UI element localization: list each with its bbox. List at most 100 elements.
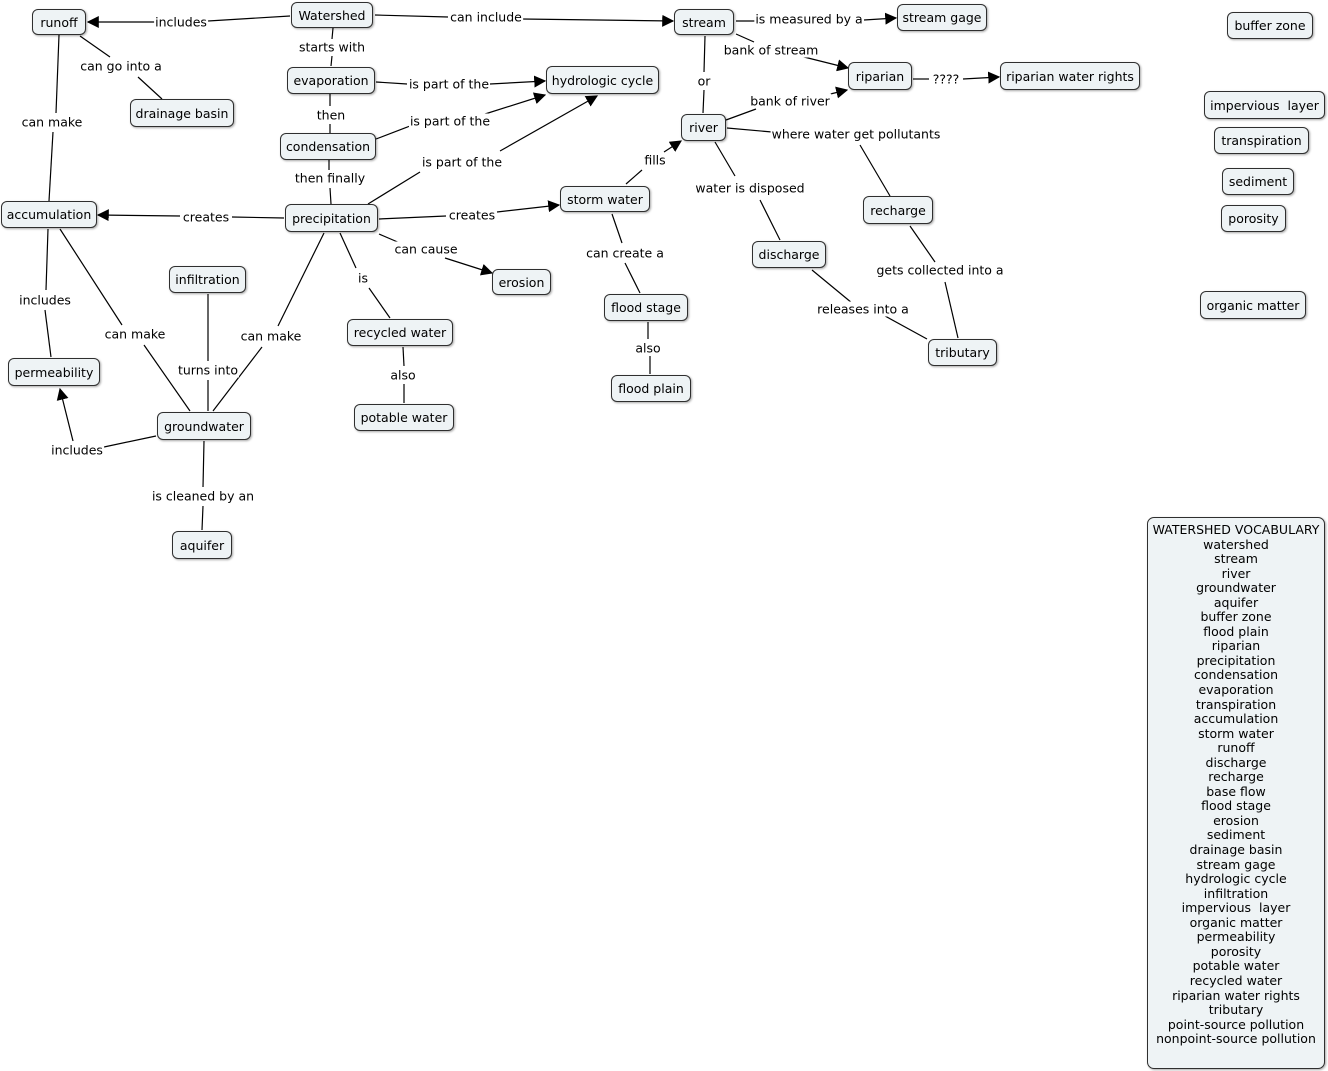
node-precipitation[interactable]: precipitation <box>285 204 378 232</box>
vocabulary-item: precipitation <box>1196 652 1276 668</box>
vocabulary-item: transpiration <box>1195 696 1277 712</box>
node-impervious-layer[interactable]: impervious layer <box>1204 91 1325 119</box>
link-then: then <box>315 107 347 123</box>
node-riparian[interactable]: riparian <box>848 62 912 90</box>
vocabulary-item: groundwater <box>1196 580 1276 596</box>
vocabulary-item: infiltration <box>1203 885 1269 901</box>
vocabulary-item: nonpoint-source pollution <box>1156 1031 1316 1047</box>
link-releases-into-a: releases into a <box>816 301 910 317</box>
vocabulary-item: tributary <box>1208 1002 1264 1018</box>
vocabulary-item: recycled water <box>1189 972 1283 988</box>
node-aquifer[interactable]: aquifer <box>172 531 232 559</box>
vocabulary-item: watershed <box>1203 536 1269 552</box>
vocabulary-item: condensation <box>1193 667 1279 683</box>
link-fills: fills <box>643 152 667 168</box>
link-can-go-into-a: can go into a <box>79 58 163 74</box>
node-discharge[interactable]: discharge <box>752 241 826 268</box>
link-question: ???? <box>931 71 961 87</box>
link-also-flood: also <box>634 340 662 356</box>
link-can-make-groundwater-left: can make <box>103 326 167 342</box>
link-can-make-accumulation: can make <box>20 114 84 130</box>
vocabulary-item: river <box>1221 565 1251 581</box>
vocabulary-item: recharge <box>1208 769 1264 785</box>
node-storm-water[interactable]: storm water <box>560 186 650 212</box>
link-can-include: can include <box>449 9 523 25</box>
vocabulary-item: evaporation <box>1198 682 1274 698</box>
node-permeability[interactable]: permeability <box>8 358 100 386</box>
node-evaporation[interactable]: evaporation <box>287 67 375 94</box>
node-infiltration[interactable]: infiltration <box>169 266 246 293</box>
node-recycled-water[interactable]: recycled water <box>347 319 453 346</box>
link-can-cause: can cause <box>393 241 459 257</box>
node-drainage-basin[interactable]: drainage basin <box>130 99 234 127</box>
node-potable-water[interactable]: potable water <box>354 404 454 431</box>
link-then-finally: then finally <box>293 170 367 186</box>
link-creates-storm-water: creates <box>447 207 497 223</box>
vocabulary-item: runoff <box>1217 740 1255 756</box>
vocabulary-item: sediment <box>1206 827 1266 843</box>
node-flood-plain[interactable]: flood plain <box>611 375 691 402</box>
node-flood-stage[interactable]: flood stage <box>604 294 688 321</box>
link-precip-part-of: is part of the <box>420 154 504 170</box>
vocabulary-item: buffer zone <box>1200 609 1272 625</box>
node-recharge[interactable]: recharge <box>863 196 933 224</box>
node-transpiration[interactable]: transpiration <box>1214 127 1309 154</box>
vocabulary-item: potable water <box>1192 958 1280 974</box>
link-bank-of-stream: bank of stream <box>722 42 820 58</box>
node-stream[interactable]: stream <box>674 9 734 35</box>
link-includes-permeability: includes <box>18 292 72 308</box>
link-turns-into: turns into <box>176 362 240 378</box>
vocabulary-item: storm water <box>1198 725 1274 741</box>
link-evap-part-of: is part of the <box>407 76 491 92</box>
link-can-create-a: can create a <box>585 245 665 261</box>
node-condensation[interactable]: condensation <box>280 133 376 160</box>
link-includes-runoff: includes <box>154 14 208 30</box>
link-creates-accumulation: creates <box>181 209 231 225</box>
node-accumulation[interactable]: accumulation <box>1 201 97 228</box>
vocabulary-item: drainage basin <box>1189 842 1283 858</box>
node-hydrologic-cycle[interactable]: hydrologic cycle <box>546 66 659 94</box>
vocabulary-item: permeability <box>1196 929 1276 945</box>
link-is-measured-by-a: is measured by a <box>754 11 864 27</box>
node-riparian-water-rights[interactable]: riparian water rights <box>1000 62 1140 90</box>
vocabulary-item: accumulation <box>1193 711 1279 727</box>
vocabulary-item: hydrologic cycle <box>1185 871 1287 887</box>
link-gets-collected-into-a: gets collected into a <box>875 262 1005 278</box>
vocabulary-item: impervious layer <box>1181 900 1291 916</box>
link-water-is-disposed: water is disposed <box>694 180 806 196</box>
node-river[interactable]: river <box>681 114 726 141</box>
vocabulary-item: aquifer <box>1213 594 1259 610</box>
node-erosion[interactable]: erosion <box>492 269 551 295</box>
vocabulary-item: stream gage <box>1196 856 1276 872</box>
link-cond-part-of: is part of the <box>408 113 492 129</box>
vocabulary-item: riparian <box>1211 638 1261 654</box>
node-buffer-zone[interactable]: buffer zone <box>1227 12 1313 39</box>
vocabulary-item: flood plain <box>1203 623 1269 639</box>
link-bank-of-river: bank of river <box>749 93 831 109</box>
vocabulary-item: flood stage <box>1201 798 1271 814</box>
link-where-pollutants: where water get pollutants <box>770 126 942 142</box>
link-can-make-groundwater-right: can make <box>239 328 303 344</box>
node-porosity[interactable]: porosity <box>1221 205 1286 232</box>
vocabulary-item: porosity <box>1210 943 1262 959</box>
link-includes-gw-permeability: includes <box>50 442 104 458</box>
link-starts-with: starts with <box>297 39 367 55</box>
node-runoff[interactable]: runoff <box>32 9 86 35</box>
vocabulary-item: organic matter <box>1189 914 1283 930</box>
vocabulary-title: WATERSHED VOCABULARY <box>1152 522 1320 537</box>
link-is: is <box>357 270 369 286</box>
link-also-potable: also <box>389 367 417 383</box>
link-or: or <box>696 73 712 89</box>
vocabulary-item: point-source pollution <box>1167 1016 1305 1032</box>
vocabulary-item: erosion <box>1213 812 1259 828</box>
node-sediment[interactable]: sediment <box>1222 168 1294 195</box>
node-groundwater[interactable]: groundwater <box>157 412 251 440</box>
node-watershed[interactable]: Watershed <box>291 2 373 28</box>
vocabulary-item: riparian water rights <box>1172 987 1300 1003</box>
node-tributary[interactable]: tributary <box>928 339 997 366</box>
node-stream-gage[interactable]: stream gage <box>897 4 987 31</box>
vocabulary-item: discharge <box>1205 754 1267 770</box>
node-organic-matter[interactable]: organic matter <box>1200 291 1306 319</box>
